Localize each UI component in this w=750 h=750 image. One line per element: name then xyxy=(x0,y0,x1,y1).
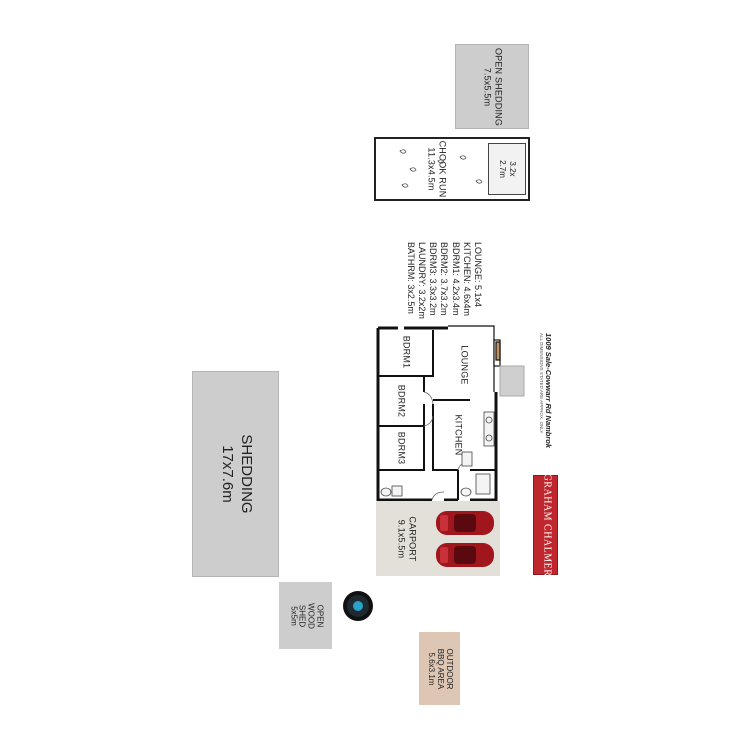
feather-icon xyxy=(437,159,445,164)
wood-shed-label: OPEN WOOD SHED 5x5m xyxy=(288,602,325,629)
chook-house-label: 3.2x 2.7m xyxy=(497,160,517,178)
address-block: 1009 Sale-Cowwarr Rd Nambrok ALL DIMENSI… xyxy=(539,333,553,448)
logo-text: GRAHAM CHALMER xyxy=(540,473,552,577)
dim-bdrm2: BDRM2: 3.7x3.2m xyxy=(439,242,450,316)
bbq-size: 5.6x3.1m xyxy=(425,652,435,685)
open-shedding-block: OPEN SHEDDING 7.5x5.5m xyxy=(455,44,529,129)
chook-run-block: CHOOK RUN 11.3x4.5m 3.2x 2.7m xyxy=(374,137,530,201)
dim-laundry: LAUNDRY: 3.2x2m xyxy=(416,242,427,319)
wood-shed-line1: OPEN xyxy=(315,604,325,627)
bbq-line2: BBQ AREA xyxy=(435,648,445,689)
feather-icon xyxy=(401,183,409,188)
feather-icon xyxy=(475,179,483,184)
bbq-area-block: OUTDOOR BBQ AREA 5.6x3.1m xyxy=(419,632,460,705)
room-lounge-label: LOUNGE xyxy=(459,345,470,385)
room-bdrm3-label: BDRM3 xyxy=(396,431,407,465)
graham-chalmer-logo: GRAHAM CHALMER xyxy=(533,473,558,577)
room-bdrm3: BDRM3 xyxy=(378,426,424,470)
wood-shed-line2: WOOD xyxy=(306,602,316,629)
wood-shed-block: OPEN WOOD SHED 5x5m xyxy=(279,582,332,649)
dim-bdrm3: BDRM3: 3.3x3.2m xyxy=(428,242,439,316)
open-shedding-size: 7.5x5.5m xyxy=(482,67,492,106)
shedding-size: 17x7.6m xyxy=(218,445,236,503)
dim-lounge: LOUNGE: 5.1x4 xyxy=(473,242,483,308)
chook-house: 3.2x 2.7m xyxy=(488,143,526,195)
room-kitchen: KITCHEN xyxy=(433,400,483,470)
feather-icons xyxy=(399,149,483,188)
shedding-block: SHEDDING 17x7.6m xyxy=(192,371,279,577)
room-bdrm2: BDRM2 xyxy=(378,376,424,426)
dim-bdrm1: BDRM1: 4.2x3.4m xyxy=(450,242,461,316)
feather-icon xyxy=(399,149,407,154)
wood-shed-size: 5x5m xyxy=(288,605,298,626)
disclaimer-text: ALL DIMENSIONS STATED ARE APPROX. ONLY xyxy=(539,333,544,434)
feather-icon xyxy=(459,155,467,160)
bbq-area-label: OUTDOOR BBQ AREA 5.6x3.1m xyxy=(425,648,454,689)
bbq-line1: OUTDOOR xyxy=(444,648,454,689)
shedding-label: SHEDDING 17x7.6m xyxy=(217,434,255,513)
cars xyxy=(436,511,494,567)
room-bdrm1-label: BDRM1 xyxy=(401,335,412,369)
feather-icon xyxy=(409,167,417,172)
room-bdrm2-label: BDRM2 xyxy=(396,384,407,418)
room-lounge: LOUNGE xyxy=(433,330,494,400)
chook-house-size-a: 3.2x xyxy=(508,161,517,177)
shedding-name: SHEDDING xyxy=(237,434,255,514)
address-text: 1009 Sale-Cowwarr Rd Nambrok xyxy=(544,333,553,449)
carport-block: CARPORT 9.1x5.5m xyxy=(376,501,500,576)
chook-house-size-b: 2.7m xyxy=(498,160,507,178)
open-shedding-label: OPEN SHEDDING 7.5x5.5m xyxy=(481,47,504,126)
open-shedding-name: OPEN SHEDDING xyxy=(493,47,504,126)
dim-kitchen: KITCHEN: 4.6x4m xyxy=(461,242,472,317)
room-kitchen-label: KITCHEN xyxy=(453,414,464,456)
car-icon xyxy=(436,511,494,535)
patio-slab xyxy=(499,365,525,397)
car-icon xyxy=(436,543,494,567)
dim-bathrm: BATHRM: 3x2.5m xyxy=(405,242,416,314)
room-dimensions-list: LOUNGE: 5.1x4 KITCHEN: 4.6x4m BDRM1: 4.2… xyxy=(405,242,483,319)
water-tank-icon xyxy=(343,591,373,621)
room-bdrm1: BDRM1 xyxy=(378,328,433,376)
